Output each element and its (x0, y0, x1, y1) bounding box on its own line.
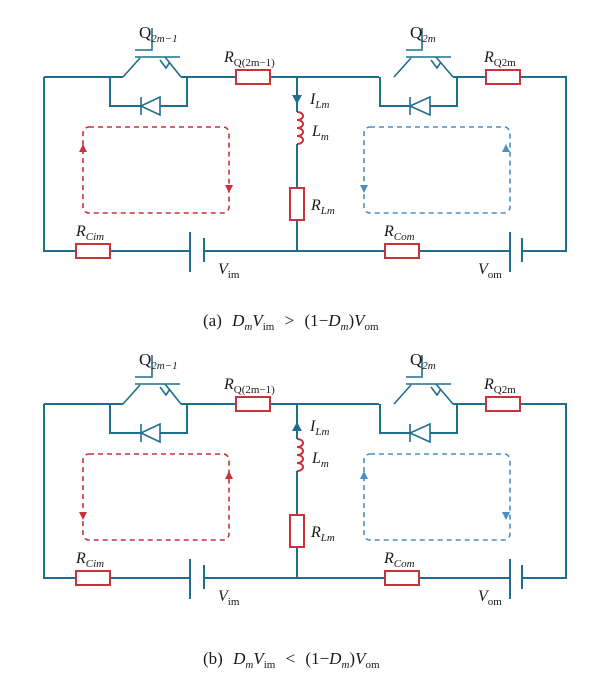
svg-text:RCom: RCom (383, 223, 415, 243)
svg-text:Vim: Vim (218, 261, 240, 281)
rcom-sub: Com (394, 558, 415, 570)
vom-label: V (478, 588, 490, 605)
q-left-sub: 2m−1 (151, 33, 177, 45)
rlm-sub: Lm (320, 532, 335, 544)
loop-arrow-left (79, 144, 87, 152)
svg-text:RCim: RCim (75, 223, 104, 243)
svg-text:Q2m−1: Q2m−1 (139, 350, 178, 372)
labels-panel-a: Q2m−1 Q2m RQ(2m−1) RQ2m ILm Lm RLm RCim … (75, 23, 516, 281)
svg-text:Vom: Vom (478, 261, 502, 281)
svg-text:RCom: RCom (383, 550, 415, 570)
rq-left-sub: Q(2m−1) (234, 57, 275, 69)
svg-text:Lm: Lm (311, 450, 329, 470)
q-left-sub: 2m−1 (151, 360, 177, 372)
rcim-sub: Cim (86, 558, 104, 570)
q-right-sub: 2m (422, 33, 436, 45)
rq-left-sub: Q(2m−1) (234, 384, 275, 396)
current-arrow (292, 95, 302, 104)
vim-label: V (218, 588, 230, 605)
svg-text:Q2m−1: Q2m−1 (139, 23, 178, 45)
il-label: I (309, 91, 316, 108)
q-right-label: Q (410, 23, 422, 42)
lm-label: L (311, 450, 321, 467)
il-sub: Lm (314, 99, 329, 111)
caption-a: (a) DmVim > (1−Dm)Vom (203, 311, 379, 334)
vom-sub: om (488, 269, 503, 281)
svg-text:RLm: RLm (310, 197, 335, 217)
svg-text:ILm: ILm (309, 418, 329, 438)
rcom-label: R (383, 223, 394, 240)
rcim-sub: Cim (86, 231, 104, 243)
caption-b: (b) DmVim < (1−Dm)Vom (203, 649, 380, 672)
loop-arrow-right (360, 471, 368, 479)
rq-left-label: R (223, 49, 234, 66)
vim-sub: im (228, 596, 240, 608)
panel-a (43, 27, 567, 273)
lm-label: L (311, 123, 321, 140)
il-sub: Lm (314, 426, 329, 438)
il-label: I (309, 418, 316, 435)
rlm-label: R (310, 524, 321, 541)
q-right-label: Q (410, 350, 422, 369)
svg-text:RQ(2m−1): RQ(2m−1) (223, 49, 275, 69)
svg-text:Vom: Vom (478, 588, 502, 608)
svg-text:RCim: RCim (75, 550, 104, 570)
q-left-label: Q (139, 350, 151, 369)
svg-text:Q2m: Q2m (410, 350, 436, 372)
svg-text:Q2m: Q2m (410, 23, 436, 45)
loop-arrow-right (502, 512, 510, 520)
svg-text:RQ2m: RQ2m (483, 376, 516, 396)
loop-arrow-left (79, 512, 87, 520)
lm-sub: m (321, 458, 329, 470)
rcom-label: R (383, 550, 394, 567)
vom-label: V (478, 261, 490, 278)
svg-text:RLm: RLm (310, 524, 335, 544)
loop-arrow-right (360, 185, 368, 193)
vim-label: V (218, 261, 230, 278)
svg-text:Vim: Vim (218, 588, 240, 608)
rq-right-label: R (483, 376, 494, 393)
rcim-label: R (75, 223, 86, 240)
lm-sub: m (321, 131, 329, 143)
rlm-label: R (310, 197, 321, 214)
rq-right-label: R (483, 49, 494, 66)
rcim-label: R (75, 550, 86, 567)
rq-right-sub: Q2m (494, 57, 516, 69)
svg-text:RQ(2m−1): RQ(2m−1) (223, 376, 275, 396)
labels-panel-b: Q2m−1 Q2m RQ(2m−1) RQ2m ILm Lm RLm RCim … (75, 350, 516, 608)
svg-text:ILm: ILm (309, 91, 329, 111)
svg-text:RQ2m: RQ2m (483, 49, 516, 69)
rlm-sub: Lm (320, 205, 335, 217)
rq-left-label: R (223, 376, 234, 393)
svg-text:Lm: Lm (311, 123, 329, 143)
q-left-label: Q (139, 23, 151, 42)
loop-arrow-right (502, 144, 510, 152)
rq-right-sub: Q2m (494, 384, 516, 396)
rcom-sub: Com (394, 231, 415, 243)
panel-b (43, 354, 567, 600)
loop-arrow-left (225, 471, 233, 479)
current-arrow (292, 422, 302, 431)
vim-sub: im (228, 269, 240, 281)
vom-sub: om (488, 596, 503, 608)
q-right-sub: 2m (422, 360, 436, 372)
loop-arrow-left (225, 185, 233, 193)
